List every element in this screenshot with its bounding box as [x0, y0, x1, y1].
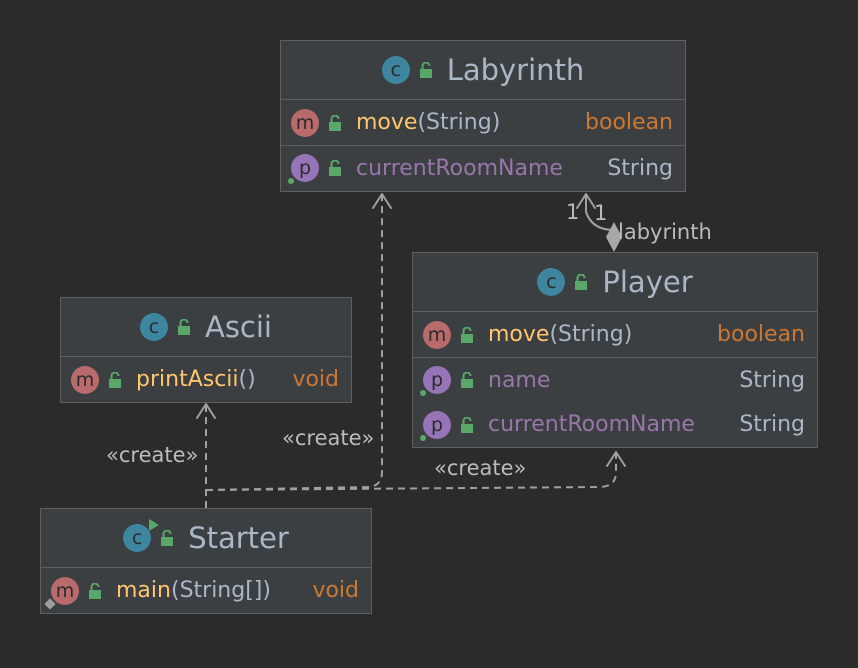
property-icon: p: [420, 410, 451, 441]
arrowhead-labyrinth: [372, 193, 392, 209]
static-method-icon: m: [44, 576, 79, 610]
property-name: currentRoomName: [488, 412, 695, 437]
method-row[interactable]: m move(String) boolean: [413, 312, 817, 357]
class-name: Labyrinth: [446, 53, 585, 87]
method-row[interactable]: m main(String[]) void: [41, 568, 371, 613]
property-row[interactable]: p currentRoomName String: [281, 145, 685, 190]
arrowhead-association: [576, 193, 596, 209]
class-player[interactable]: c Player m move(String) boolean p name S…: [412, 252, 818, 448]
public-lock-icon: [461, 326, 473, 343]
method-name: printAscii: [136, 367, 239, 392]
class-icon: c: [139, 313, 168, 341]
method-param: String: [558, 322, 624, 347]
method-icon: m: [423, 320, 451, 349]
create-label-ascii: «create»: [106, 443, 199, 467]
method-param: String[]: [179, 578, 263, 603]
composition-diamond: [606, 222, 622, 252]
class-icon: c: [381, 56, 410, 84]
arrowhead-ascii: [196, 403, 216, 419]
create-label-player: «create»: [434, 456, 527, 480]
property-type: String: [607, 155, 673, 181]
class-header: c Starter: [41, 509, 371, 568]
class-ascii[interactable]: c Ascii m printAscii() void: [60, 297, 352, 403]
public-lock-icon: [109, 371, 121, 388]
property-row[interactable]: p name String: [413, 357, 817, 402]
public-lock-icon: [461, 416, 473, 433]
public-lock-icon: [329, 160, 341, 176]
return-type: void: [312, 578, 359, 603]
method-name: move: [488, 322, 550, 347]
class-name: Ascii: [204, 310, 272, 344]
association-role-label: labyrinth: [618, 220, 712, 244]
public-lock-icon: [575, 274, 588, 290]
multiplicity-left: 1: [566, 200, 580, 224]
multiplicity-right: 1: [594, 201, 608, 225]
property-row[interactable]: p currentRoomName String: [413, 402, 817, 447]
property-type: String: [739, 412, 805, 437]
method-row[interactable]: m printAscii() void: [61, 357, 351, 402]
property-type: String: [739, 367, 805, 393]
class-header: c Labyrinth: [281, 41, 685, 100]
public-lock-icon: [419, 62, 432, 78]
method-row[interactable]: m move(String) boolean: [281, 100, 685, 145]
public-lock-icon: [89, 582, 101, 599]
public-lock-icon: [461, 372, 473, 388]
method-icon: m: [71, 365, 99, 394]
class-labyrinth[interactable]: c Labyrinth m move(String) boolean p cur…: [280, 40, 686, 192]
public-lock-icon: [329, 114, 341, 131]
return-type: boolean: [717, 322, 805, 347]
public-lock-icon: [161, 530, 174, 546]
class-header: c Player: [413, 253, 817, 312]
property-icon: p: [288, 154, 319, 184]
class-name: Starter: [188, 521, 289, 555]
class-name: Player: [602, 265, 693, 299]
arrowhead-player: [606, 451, 626, 467]
runnable-class-icon: c: [123, 519, 160, 552]
create-label-labyrinth: «create»: [282, 426, 375, 450]
property-name: name: [488, 367, 551, 393]
method-name: main: [116, 578, 171, 603]
public-lock-icon: [177, 319, 190, 335]
class-icon: c: [537, 268, 566, 296]
class-starter[interactable]: c Starter m main(String[]) void: [40, 508, 372, 614]
return-type: boolean: [585, 110, 673, 135]
property-name: currentRoomName: [356, 155, 563, 181]
method-param: String: [426, 110, 492, 135]
method-name: move: [356, 110, 418, 135]
edge-starter-labyrinth: [205, 194, 383, 491]
method-icon: m: [291, 108, 319, 137]
edge-player-labyrinth: [585, 193, 615, 231]
class-header: c Ascii: [61, 298, 351, 357]
property-icon: p: [420, 366, 451, 396]
return-type: void: [292, 367, 339, 392]
edge-starter-player: [205, 452, 617, 491]
